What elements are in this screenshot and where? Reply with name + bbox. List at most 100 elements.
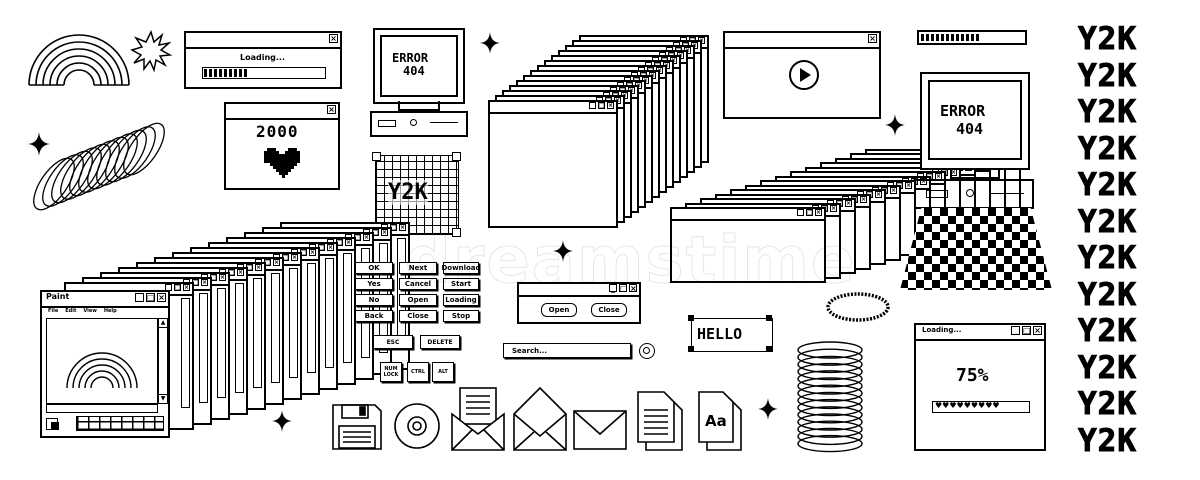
checker-floor bbox=[900, 208, 1052, 290]
envelope-icon[interactable] bbox=[573, 410, 627, 450]
open-close-dialog: _ □ × Open Close bbox=[517, 282, 641, 324]
search-button[interactable] bbox=[639, 343, 655, 359]
floppy-disk-icon[interactable] bbox=[332, 404, 382, 450]
hello-tag: HELLO bbox=[688, 315, 776, 355]
error-code: 404 bbox=[403, 64, 425, 78]
vertical-scrollbar[interactable]: ▲ ▼ bbox=[158, 318, 168, 404]
year-window: × 2000 bbox=[224, 102, 340, 190]
minimize-icon[interactable]: _ bbox=[1011, 326, 1020, 335]
font-file-icon[interactable]: Aa bbox=[697, 390, 745, 452]
close-icon[interactable]: × bbox=[868, 34, 877, 43]
button-open[interactable]: Open bbox=[399, 294, 437, 306]
y2k-text: Y2K bbox=[1078, 57, 1137, 94]
sparkle-icon bbox=[272, 410, 292, 432]
button-download[interactable]: Download bbox=[441, 262, 481, 274]
y2k-text: Y2K bbox=[1078, 276, 1137, 313]
color-palette[interactable] bbox=[46, 416, 166, 432]
envelope-open-letter-icon[interactable] bbox=[450, 386, 506, 452]
horizontal-scrollbar[interactable] bbox=[46, 404, 158, 413]
button-loading[interactable]: Loading bbox=[443, 294, 479, 306]
y2k-text: Y2K bbox=[1078, 349, 1137, 386]
menu-file[interactable]: File bbox=[48, 308, 59, 314]
heart-progress-bar: ♥♥♥♥♥♥♥♥♥ bbox=[932, 401, 1030, 413]
key-alt[interactable]: ALT bbox=[432, 362, 454, 382]
maximize-icon[interactable]: □ bbox=[146, 293, 155, 302]
rainbow-icon bbox=[66, 352, 138, 389]
menu-help[interactable]: Help bbox=[103, 308, 117, 314]
coil-icon bbox=[33, 122, 165, 211]
button-no[interactable]: No bbox=[355, 294, 393, 306]
rainbow-icon bbox=[28, 34, 130, 86]
sun-ring-icon bbox=[826, 292, 890, 322]
button-stop[interactable]: Stop bbox=[443, 310, 479, 322]
paint-window: Paint _ □ × File Edit View Help ▲ ▼ bbox=[40, 290, 170, 438]
minimize-icon[interactable]: _ bbox=[609, 284, 617, 293]
y2k-text: Y2K bbox=[1078, 130, 1137, 167]
y2k-grid-badge: Y2K bbox=[372, 152, 462, 238]
maximize-icon[interactable]: □ bbox=[1022, 326, 1031, 335]
paint-menu: File Edit View Help bbox=[48, 308, 117, 314]
y2k-text: Y2K bbox=[1078, 167, 1137, 203]
open-button[interactable]: Open bbox=[541, 303, 577, 317]
close-icon[interactable]: × bbox=[329, 34, 338, 43]
heart-icon bbox=[264, 148, 300, 178]
key-num-lock[interactable]: NUM LOCK bbox=[380, 362, 402, 382]
y2k-text: Y2K bbox=[1078, 94, 1137, 130]
stacked-window: _□× bbox=[670, 207, 826, 283]
loading-window: × Loading... bbox=[184, 31, 342, 89]
cd-icon[interactable] bbox=[393, 402, 441, 450]
key-ctrl[interactable]: CTRL bbox=[407, 362, 429, 382]
search-input[interactable]: Search... bbox=[503, 343, 631, 358]
loading-progress-bar bbox=[202, 67, 326, 79]
close-icon[interactable]: × bbox=[629, 284, 637, 293]
error-text: ERROR bbox=[940, 102, 986, 120]
menu-view[interactable]: View bbox=[83, 308, 97, 314]
button-start[interactable]: Start bbox=[443, 278, 479, 290]
menu-edit[interactable]: Edit bbox=[65, 308, 77, 314]
error-monitor-large: ERROR 404 bbox=[900, 72, 1052, 290]
font-sample: Aa bbox=[705, 412, 727, 430]
sparkle-icon bbox=[480, 32, 500, 54]
close-icon[interactable]: × bbox=[1033, 326, 1042, 335]
video-window: × bbox=[723, 31, 881, 119]
envelope-open-icon[interactable] bbox=[512, 386, 568, 452]
watermark: dreamstime bbox=[404, 224, 857, 299]
percent-text: 75% bbox=[956, 365, 989, 386]
button-next[interactable]: Next bbox=[399, 262, 437, 274]
maximize-icon[interactable]: □ bbox=[619, 284, 628, 293]
close-icon[interactable]: × bbox=[327, 105, 336, 114]
sparkle-icon bbox=[758, 398, 778, 420]
sun-burst-icon bbox=[130, 30, 172, 72]
button-back[interactable]: Back bbox=[355, 310, 393, 322]
spring-icon bbox=[797, 341, 863, 453]
search-bar: Search... bbox=[503, 342, 663, 360]
year-text: 2000 bbox=[256, 122, 299, 141]
y2k-text: Y2K bbox=[1078, 203, 1137, 240]
search-icon bbox=[643, 347, 650, 354]
minimize-icon[interactable]: _ bbox=[135, 293, 144, 302]
hello-text: HELLO bbox=[697, 325, 743, 343]
loading-label: Loading... bbox=[240, 53, 285, 62]
sparkle-icon bbox=[553, 240, 573, 262]
key-esc[interactable]: ESC bbox=[373, 335, 413, 349]
top-progress-bar bbox=[917, 30, 1027, 45]
paint-title: Paint bbox=[46, 292, 70, 301]
document-icon[interactable] bbox=[636, 390, 686, 452]
y2k-text: Y2K bbox=[1078, 240, 1137, 276]
close-button[interactable]: Close bbox=[591, 303, 627, 317]
stacked-window: _□× bbox=[488, 100, 618, 228]
play-icon[interactable] bbox=[788, 59, 820, 91]
button-close[interactable]: Close bbox=[399, 310, 437, 322]
button-yes[interactable]: Yes bbox=[355, 278, 393, 290]
y2k-badge-text: Y2K bbox=[388, 180, 428, 205]
error-text: ERROR bbox=[392, 51, 429, 65]
y2k-text: Y2K bbox=[1078, 386, 1137, 422]
key-delete[interactable]: DELETE bbox=[420, 335, 460, 349]
close-icon[interactable]: × bbox=[157, 293, 166, 302]
y2k-text: Y2K bbox=[1078, 21, 1137, 57]
progress-window: Loading... _ □ × 75% ♥♥♥♥♥♥♥♥♥ bbox=[914, 323, 1046, 451]
button-cancel[interactable]: Cancel bbox=[399, 278, 437, 290]
sparkle-icon bbox=[885, 114, 905, 136]
paint-canvas[interactable] bbox=[46, 318, 158, 404]
button-ok[interactable]: OK bbox=[355, 262, 393, 274]
